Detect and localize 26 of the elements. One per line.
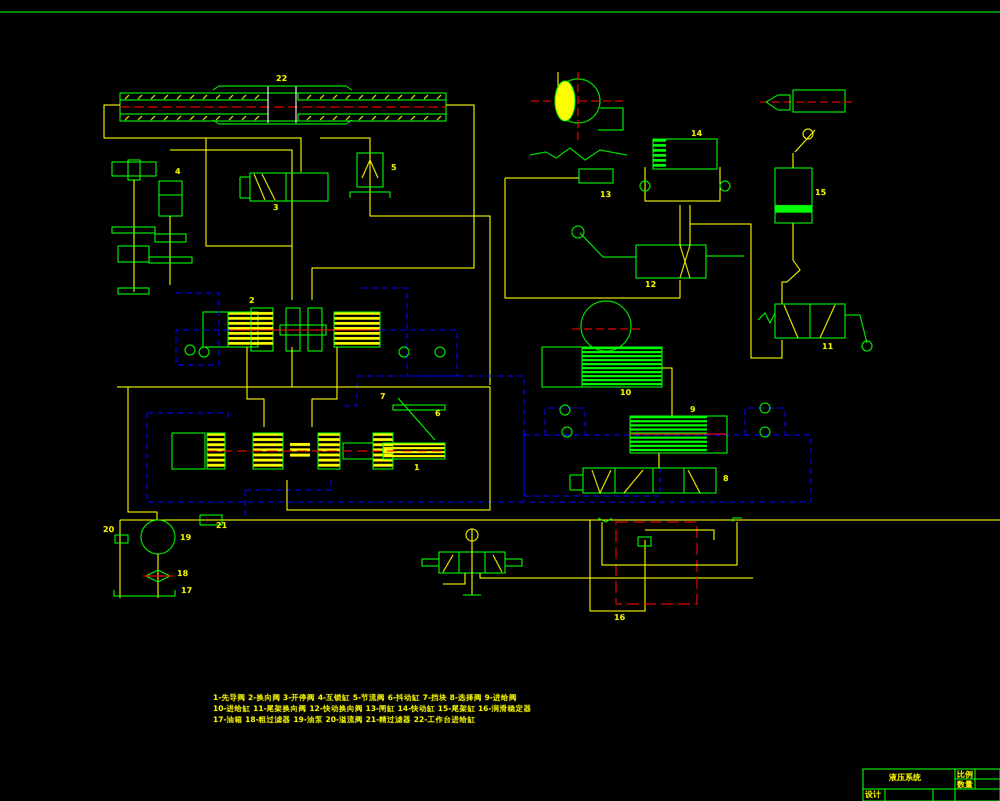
callout-number: 22 bbox=[276, 75, 288, 83]
callout-number: 16 bbox=[614, 614, 626, 622]
callout-number: 2 bbox=[249, 297, 255, 305]
title-block-label: 设计 bbox=[865, 791, 881, 799]
callout-number: 17 bbox=[181, 587, 192, 595]
callout-number: 1 bbox=[414, 464, 420, 472]
callout-number: 12 bbox=[645, 281, 656, 289]
callout-number: 6 bbox=[435, 410, 441, 418]
callout-number: 7 bbox=[380, 393, 386, 401]
callout-number: 3 bbox=[273, 204, 279, 212]
callout-number: 9 bbox=[690, 406, 696, 414]
callout-number: 15 bbox=[815, 189, 826, 197]
callout-number: 11 bbox=[822, 343, 834, 351]
callout-number: 21 bbox=[216, 522, 228, 530]
callout-number: 13 bbox=[600, 191, 612, 199]
callout-number: 4 bbox=[175, 168, 181, 176]
title-text: 液压系统 bbox=[889, 774, 921, 782]
callout-number: 19 bbox=[180, 534, 192, 542]
callout-number: 20 bbox=[103, 526, 114, 534]
callout-number: 10 bbox=[620, 389, 632, 397]
callout-number: 5 bbox=[391, 164, 397, 172]
callout-number: 18 bbox=[177, 570, 188, 578]
title-block-label: 数量 bbox=[957, 781, 973, 789]
callout-number: 8 bbox=[723, 475, 729, 483]
title-block-label: 比例 bbox=[957, 771, 973, 779]
callout-number: 14 bbox=[691, 130, 702, 138]
